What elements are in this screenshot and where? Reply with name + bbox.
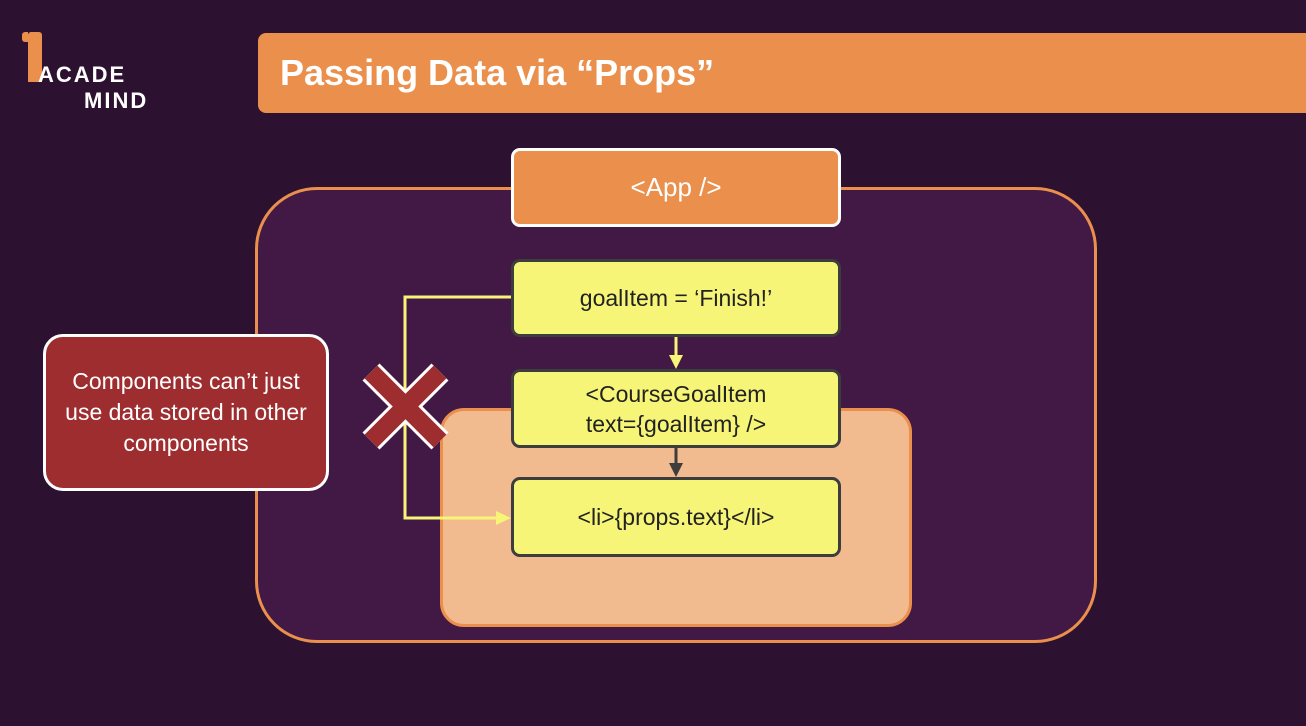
title-banner: Passing Data via “Props”	[258, 33, 1306, 113]
goal-to-cgi-arrow	[669, 337, 683, 369]
note-text: Components can’t just use data stored in…	[65, 368, 307, 456]
logo-text-line1: ACADE	[38, 62, 127, 87]
goal-item-state-label: goalItem = ‘Finish!’	[579, 284, 773, 311]
slide-title: Passing Data via “Props”	[280, 52, 715, 93]
app-component-label: <App />	[630, 172, 722, 202]
li-element-box: <li>{props.text}</li>	[511, 477, 841, 557]
course-goal-item-usage-box: <CourseGoalItem text={goalItem} />	[511, 369, 841, 448]
direct-access-arrowhead	[496, 511, 511, 525]
academind-logo: ACADE MIND	[22, 32, 162, 113]
course-goal-item-line2: text={goalItem} />	[585, 410, 767, 437]
course-goal-item-line1: <CourseGoalItem	[585, 380, 767, 407]
cgi-to-li-arrow	[669, 448, 683, 477]
logo-mark	[22, 32, 42, 82]
note-box: Components can’t just use data stored in…	[43, 334, 329, 491]
logo-text-line2: MIND	[84, 88, 149, 113]
goal-item-state-box: goalItem = ‘Finish!’	[511, 259, 841, 337]
li-element-label: <li>{props.text}</li>	[577, 503, 775, 530]
cross-icon	[362, 363, 449, 450]
app-component-box: <App />	[511, 148, 841, 227]
